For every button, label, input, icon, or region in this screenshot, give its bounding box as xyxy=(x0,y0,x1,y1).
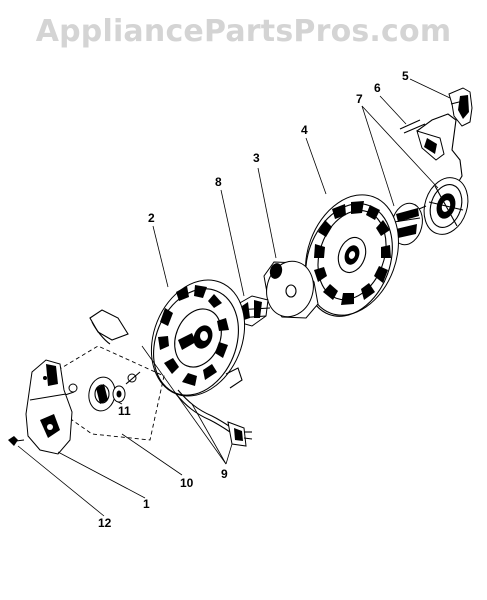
callout-8: 8 xyxy=(215,175,222,189)
arm-bracket-icon xyxy=(399,113,463,187)
callout-10: 10 xyxy=(180,476,194,490)
callout-9: 9 xyxy=(221,467,228,481)
callout-6: 6 xyxy=(374,81,381,95)
spring-plate-icon xyxy=(391,202,423,246)
callout-12: 12 xyxy=(98,516,112,530)
callout-11: 11 xyxy=(118,404,131,418)
callout-7: 7 xyxy=(356,92,363,106)
brake-assembly-icon xyxy=(57,309,165,441)
callout-5: 5 xyxy=(402,69,409,83)
callout-3: 3 xyxy=(253,151,260,165)
callout-4: 4 xyxy=(301,123,308,137)
screw-icon xyxy=(8,436,25,446)
outer-reel-plate-icon xyxy=(305,194,399,317)
inner-reel-plate-icon xyxy=(150,279,246,397)
callout-1: 1 xyxy=(143,497,150,511)
washer-icon xyxy=(112,385,126,403)
hub-disc-icon xyxy=(263,260,319,319)
watermark-text: AppliancePartsPros.com xyxy=(35,14,452,49)
callout-2: 2 xyxy=(148,211,155,225)
housing-bracket-icon xyxy=(25,359,73,455)
power-cord-icon xyxy=(175,389,253,447)
leader-lines xyxy=(17,78,451,517)
clip-icon xyxy=(448,87,473,127)
